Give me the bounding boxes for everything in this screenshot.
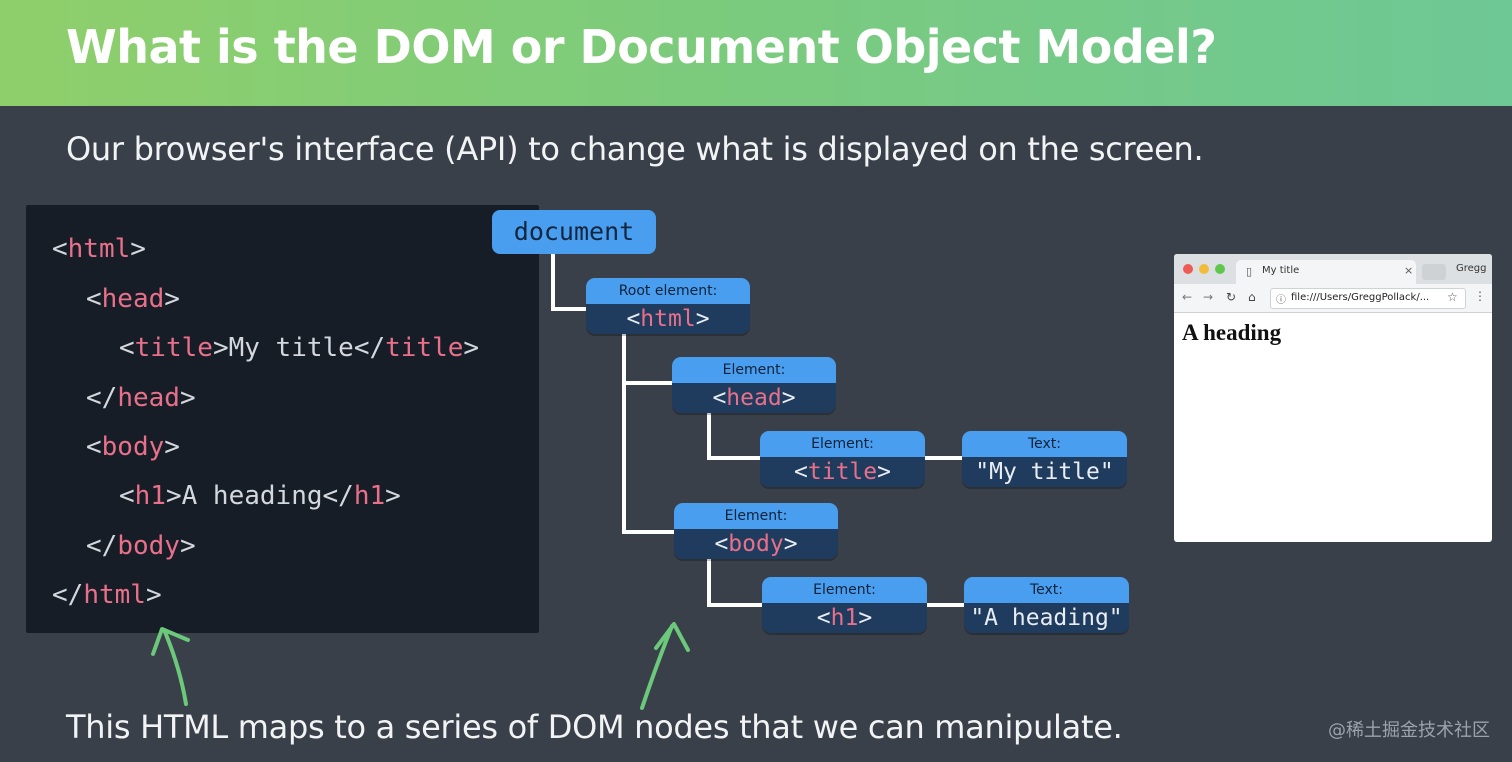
node-value: <title> — [760, 457, 925, 487]
address-url: file:///Users/GreggPollack/... — [1291, 292, 1430, 303]
home-icon[interactable]: ⌂ — [1248, 290, 1256, 304]
watermark: @稀土掘金技术社区 — [1328, 720, 1490, 741]
star-icon[interactable]: ☆ — [1447, 290, 1458, 304]
reload-icon[interactable]: ↻ — [1226, 290, 1237, 304]
tab-close-icon[interactable]: × — [1404, 264, 1414, 277]
body-element-node: Element: <body> — [674, 503, 838, 559]
node-value: "My title" — [962, 457, 1127, 487]
code-line: </body> — [86, 531, 196, 561]
node-value: <html> — [586, 304, 750, 334]
browser-tab-bar: ▯ My title × Gregg — [1174, 254, 1492, 284]
maximize-window-button[interactable] — [1215, 264, 1225, 274]
h1-element-node: Element: <h1> — [762, 577, 927, 633]
connector-document-root — [551, 252, 590, 311]
title-banner: What is the DOM or Document Object Model… — [0, 0, 1512, 106]
slide-footer: This HTML maps to a series of DOM nodes … — [66, 708, 1123, 746]
head-element-node: Element: <head> — [672, 357, 836, 413]
title-element-node: Element: <title> — [760, 431, 925, 487]
node-value: <h1> — [762, 603, 927, 633]
title-text-node: Text: "My title" — [962, 431, 1127, 487]
html-code-panel: <html> <head> <title>My title</title> </… — [26, 205, 539, 633]
close-window-button[interactable] — [1183, 264, 1193, 274]
node-label: Element: — [672, 357, 836, 383]
node-value: <body> — [674, 529, 838, 559]
code-line: </html> — [52, 580, 162, 610]
back-arrow-icon[interactable]: ← — [1182, 290, 1193, 304]
browser-tab[interactable]: ▯ My title × — [1236, 260, 1416, 284]
info-icon[interactable]: ⓘ — [1276, 295, 1286, 306]
code-line: <body> — [86, 432, 180, 462]
node-label: Element: — [674, 503, 838, 529]
slide-title: What is the DOM or Document Object Model… — [66, 20, 1217, 74]
browser-window: ▯ My title × Gregg ← → ↻ ⌂ ⓘ file:///Use… — [1174, 254, 1492, 542]
browser-toolbar: ← → ↻ ⌂ ⓘ file:///Users/GreggPollack/...… — [1174, 284, 1492, 313]
document-node: document — [492, 210, 656, 254]
root-element-node: Root element: <html> — [586, 278, 750, 334]
code-line: <h1>A heading</h1> — [119, 481, 401, 511]
menu-icon[interactable]: ⋮ — [1474, 289, 1486, 303]
node-label: Root element: — [586, 278, 750, 304]
code-line: <head> — [86, 284, 180, 314]
arrow-up-icon — [163, 630, 188, 706]
tab-title: My title — [1262, 265, 1300, 276]
arrow-head-icon — [151, 627, 190, 656]
node-label: Element: — [760, 431, 925, 457]
code-line: <html> — [52, 234, 146, 264]
forward-arrow-icon[interactable]: → — [1203, 290, 1214, 304]
connector-head-title — [707, 411, 764, 460]
new-tab-button[interactable] — [1422, 264, 1446, 280]
minimize-window-button[interactable] — [1199, 264, 1209, 274]
code-line: </head> — [86, 383, 196, 413]
connector-root-body — [622, 381, 678, 534]
slide-subtitle: Our browser's interface (API) to change … — [66, 130, 1204, 168]
profile-name[interactable]: Gregg — [1456, 263, 1487, 274]
node-value: "A heading" — [964, 603, 1129, 633]
node-label: Text: — [964, 577, 1129, 603]
address-bar[interactable]: ⓘ file:///Users/GreggPollack/... ☆ — [1270, 288, 1466, 309]
node-label: Text: — [962, 431, 1127, 457]
code-line: <title>My title</title> — [119, 333, 480, 363]
node-value: <head> — [672, 383, 836, 413]
connector-body-h1 — [707, 558, 766, 607]
document-icon: ▯ — [1246, 265, 1253, 278]
arrow-up-icon — [640, 624, 674, 710]
h1-text-node: Text: "A heading" — [964, 577, 1129, 633]
node-label: Element: — [762, 577, 927, 603]
arrow-head-icon — [654, 622, 690, 652]
rendered-heading: A heading — [1182, 320, 1282, 345]
